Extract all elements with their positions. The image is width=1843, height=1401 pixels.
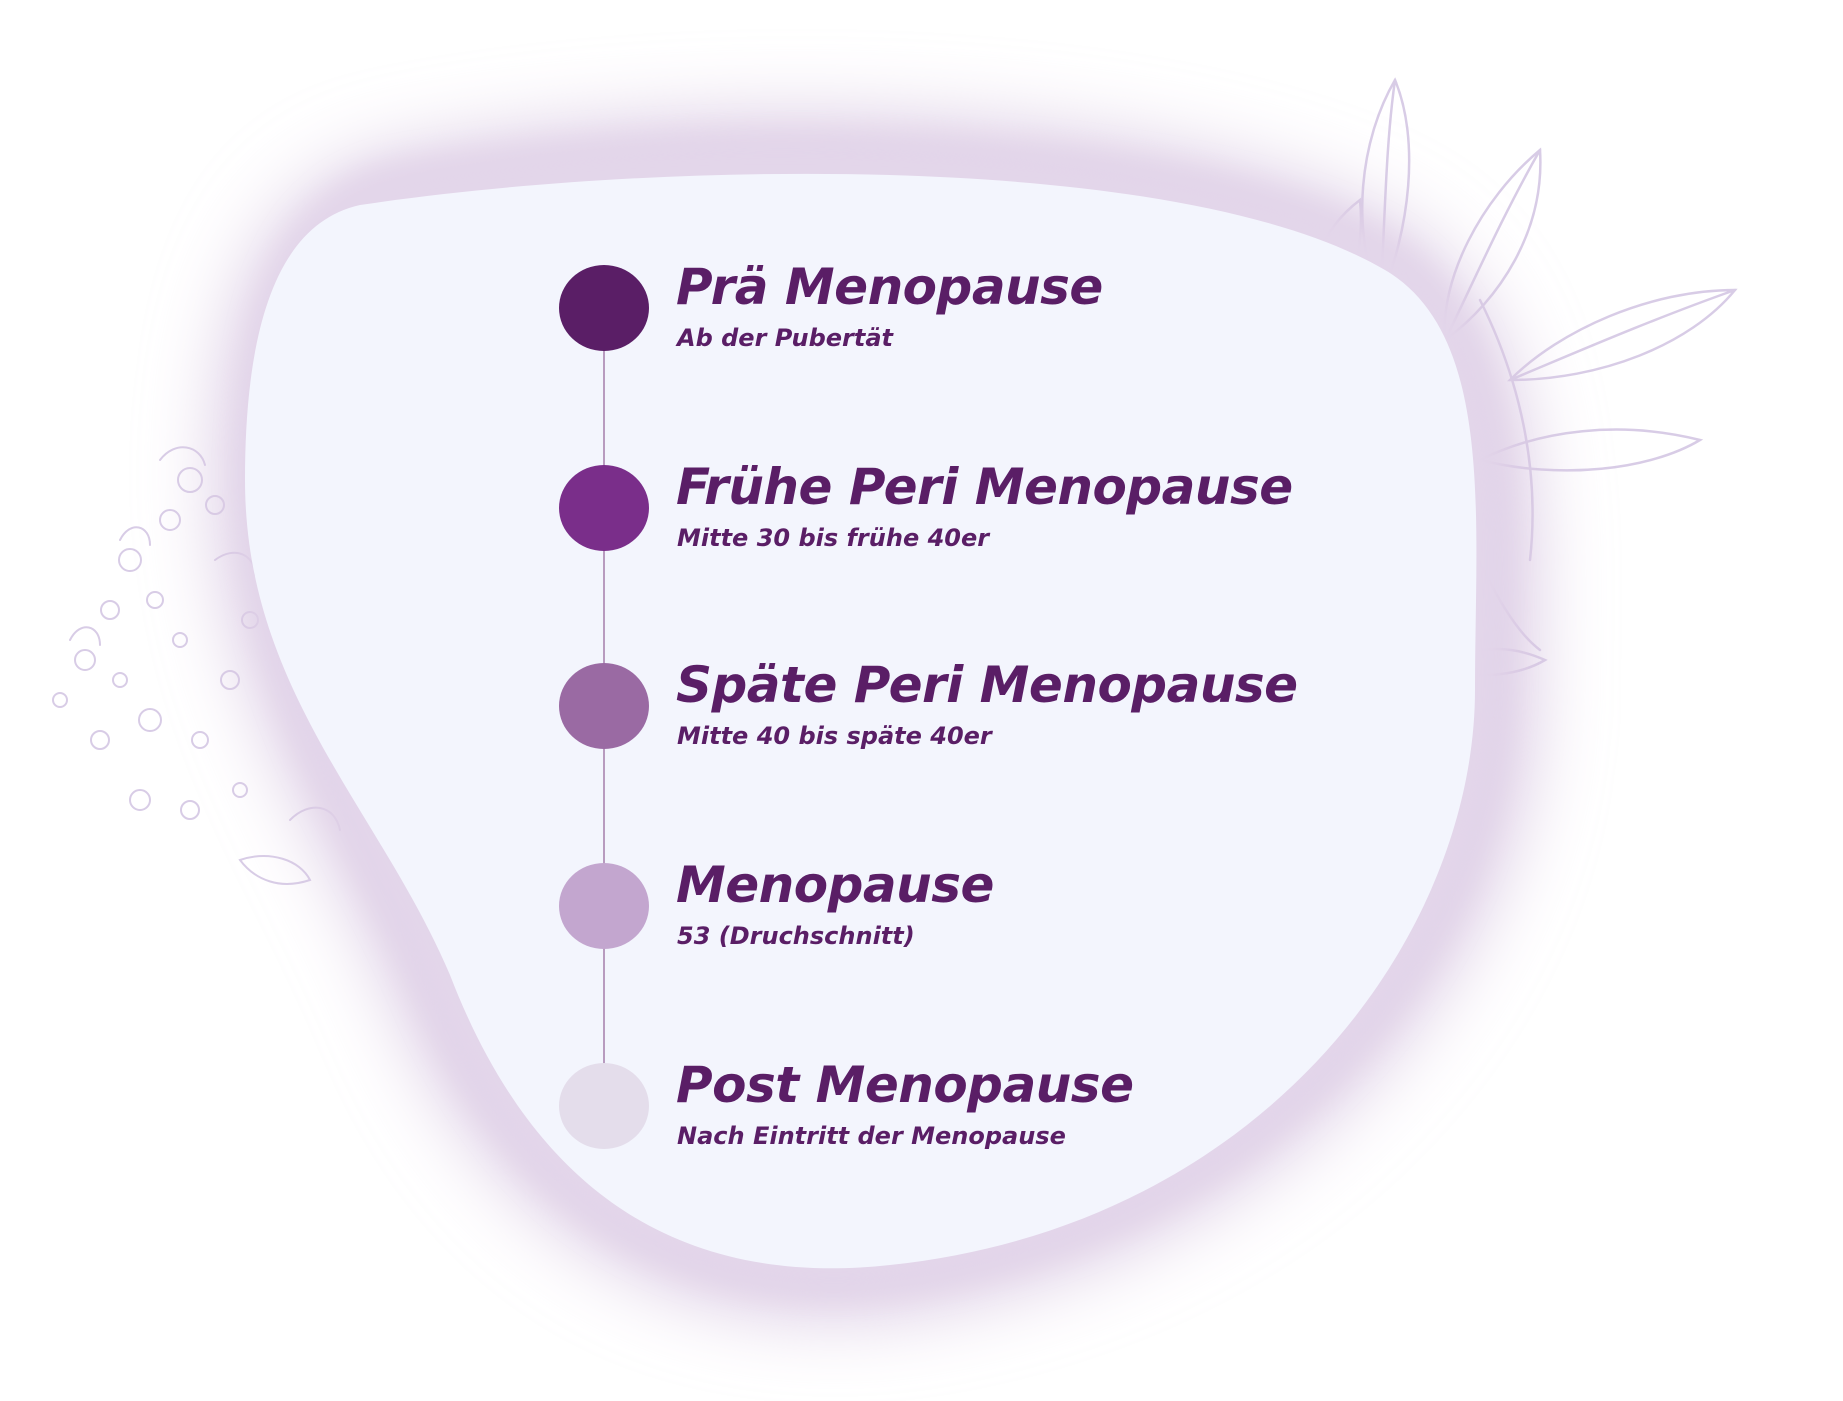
stage-subtitle: Nach Eintritt der Menopause [677,1122,1066,1150]
stage-title: Späte Peri Menopause [676,656,1298,714]
stage-dot [559,265,649,351]
stage-item-prae-menopause: Prä Menopause Ab der Pubertät [0,262,1843,462]
stage-item-fruehe-peri-menopause: Frühe Peri Menopause Mitte 30 bis frühe … [0,462,1843,662]
stage-subtitle: Mitte 30 bis frühe 40er [677,524,990,552]
stage-dot [559,863,649,949]
stage-subtitle: Mitte 40 bis späte 40er [677,722,992,750]
blob-shape [245,173,1477,1269]
stage-title: Prä Menopause [676,258,1103,316]
stage-title: Post Menopause [676,1056,1134,1114]
stage-dot [559,465,649,551]
stage-dot [559,1063,649,1149]
stage-item-menopause: Menopause 53 (Druchschnitt) [0,860,1843,1060]
stage-item-spaete-peri-menopause: Späte Peri Menopause Mitte 40 bis späte … [0,660,1843,860]
stage-subtitle: Ab der Pubertät [677,324,894,352]
stage-dot [559,663,649,749]
stage-subtitle: 53 (Druchschnitt) [677,922,915,950]
stage-title: Menopause [676,856,994,914]
stage-title: Frühe Peri Menopause [676,458,1293,516]
stage-item-post-menopause: Post Menopause Nach Eintritt der Menopau… [0,1060,1843,1260]
